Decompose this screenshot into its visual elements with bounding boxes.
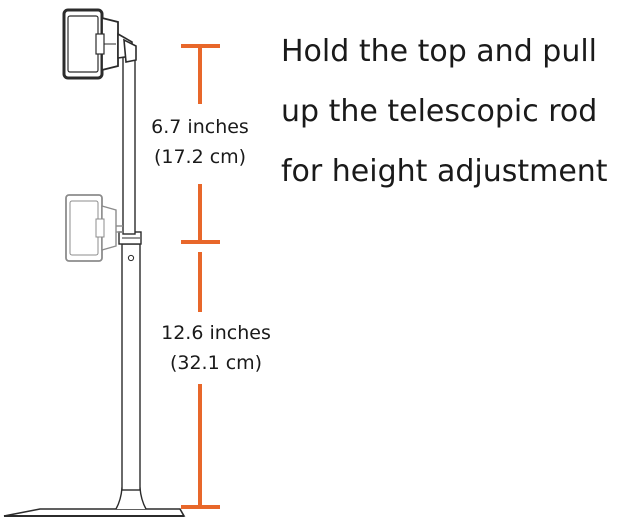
instruction-text: Hold the top and pull up the telescopic … (281, 22, 608, 202)
stand-base (3, 487, 186, 517)
upper-dimension-imperial: 6.7 inches (151, 116, 249, 138)
instruction-line-3: for height adjustment (281, 154, 608, 189)
lower-dimension-imperial: 12.6 inches (161, 322, 271, 344)
upper-dimension-metric: (17.2 cm) (153, 146, 247, 168)
lower-dimension-line (181, 252, 220, 509)
camera-head-raised (62, 8, 137, 80)
camera-head-lowered (65, 194, 123, 262)
instruction-line-2: up the telescopic rod (281, 94, 598, 129)
telescopic-rod (122, 55, 136, 235)
lower-dimension-metric: (32.1 cm) (169, 352, 263, 374)
lower-dimension-label: 12.6 inches (32.1 cm) (148, 318, 284, 378)
lower-tube (118, 231, 142, 491)
upper-dimension-label: 6.7 inches (17.2 cm) (139, 112, 261, 172)
instruction-line-1: Hold the top and pull (281, 34, 597, 69)
upper-dimension-line (181, 44, 220, 244)
